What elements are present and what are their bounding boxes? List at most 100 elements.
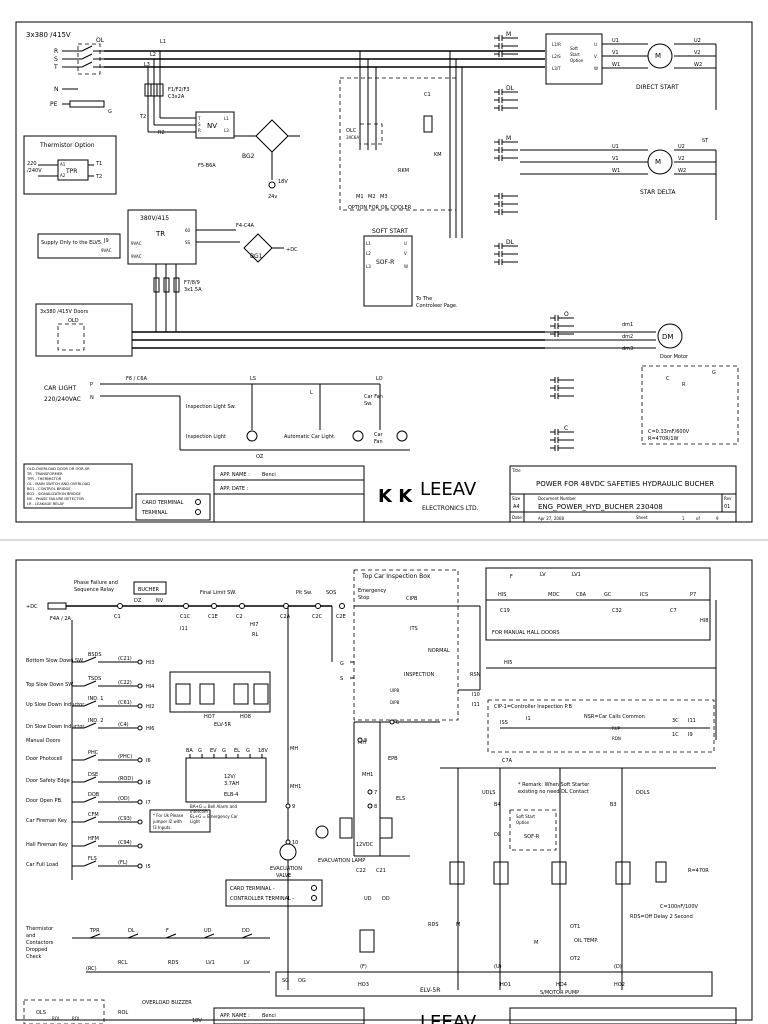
rail-node-label: C2	[236, 614, 243, 620]
tr-tap-60: 60	[185, 228, 191, 233]
ho8-label: HO8	[240, 714, 251, 720]
mark-f: (F)	[360, 964, 367, 970]
soft-start-option-s2	[509, 809, 557, 851]
m-contact-label: M	[456, 922, 460, 928]
soft-start-title: SOFT START	[372, 228, 408, 235]
nv-term-s: S	[198, 122, 201, 127]
car-light-voltage: 220/240VAC	[44, 396, 81, 403]
ssbox-l1: L1/R	[552, 42, 561, 47]
rcl-label: RCL	[118, 960, 128, 966]
input-output: I7	[146, 800, 151, 806]
rdn-label: RDN	[612, 736, 621, 741]
tpr-label: TPR	[65, 168, 77, 175]
phase-failure-1: Phase Failure and	[74, 580, 118, 586]
ho4-label: HO4	[556, 982, 567, 988]
dl-label: DL	[494, 832, 501, 838]
of-value: 9	[716, 516, 719, 521]
tdc-4: Dropped	[26, 947, 47, 953]
dm1-label: dm1	[622, 322, 633, 328]
uk-note-2: jumper I2 with	[152, 819, 182, 824]
rds-note: RDS=Off Delay 2 Second	[630, 914, 693, 920]
ssbox-v: V	[594, 54, 597, 59]
rds-label: RDS	[428, 922, 439, 928]
num-node-label: 10	[292, 840, 298, 846]
cip-i9: I9	[688, 732, 693, 738]
ol-label: OL	[96, 37, 105, 44]
cip-box	[487, 699, 715, 753]
input-label: Hall Fireman Key	[26, 842, 68, 848]
ss-option-1: Soft Start	[516, 814, 535, 819]
car-light-p: P	[90, 382, 93, 388]
star-u2: U2	[678, 144, 685, 150]
line-l2: L2	[150, 52, 156, 58]
rail-node	[315, 603, 321, 609]
input-label: Bottom Slow Down SW.	[26, 658, 85, 664]
nv-term-l1: L1	[224, 116, 229, 121]
remark-2: existing no need DL Contact	[518, 789, 589, 795]
of-label: of	[696, 516, 700, 521]
uk-note-box	[149, 809, 211, 833]
car-fan-2: Fan	[374, 439, 383, 445]
hall-mdc: MDC	[548, 592, 560, 598]
f6-label: F6 / C6A	[126, 376, 148, 382]
elv5r-bar-label: ELV-5R	[420, 987, 440, 994]
card-terminal-s2-1: CARD TERMINAL -	[230, 886, 275, 892]
hall-ics: ICS	[640, 592, 648, 598]
bg1-label: BG1	[250, 253, 263, 260]
tr-out-1: 9VAC	[131, 241, 142, 246]
mh-2-label: MH	[358, 740, 366, 746]
legend-line: BG2 - SIGNALIZATION BRIDGE	[27, 492, 82, 496]
date-value: Apr 27, 2008	[538, 516, 564, 521]
battery-terminal: EL	[234, 748, 240, 754]
tdc-5: Check	[26, 954, 41, 960]
inspection-label: INSPECTION	[404, 672, 435, 678]
input-output: I6	[146, 758, 151, 764]
ssbox-start: Start	[570, 52, 580, 57]
c21-label: C21	[376, 868, 386, 874]
elb-label: ELB-4	[224, 792, 238, 798]
hall-c6a: C6A	[576, 592, 587, 598]
num-node-label: 6	[396, 720, 399, 726]
uk-note-3: I3 Inputs.	[153, 825, 172, 830]
tpr-a2: A2	[60, 173, 66, 178]
s-node-label: S	[340, 676, 343, 682]
direct-w2: W2	[694, 62, 702, 68]
app-date-label: APP. DATE :	[220, 486, 248, 492]
rail-node-label: C2C	[312, 614, 323, 620]
rail-node-label: C2A	[280, 614, 291, 620]
size-value: A4	[513, 504, 520, 510]
direct-v2: V2	[694, 50, 701, 56]
direct-w1: W1	[612, 62, 620, 68]
nv-term-l3: L3	[224, 128, 229, 133]
app-name-s2-label: APP. NAME :	[220, 1013, 250, 1019]
uipb-label: UIPB	[390, 688, 400, 693]
nv-s2-label: NV	[156, 598, 164, 604]
input-label: Car Fireman Key	[26, 818, 67, 824]
transformer-tr	[127, 209, 197, 265]
doors-supply-label: 3x380 /415V Doors	[40, 309, 89, 315]
c32-label: C32	[612, 608, 622, 614]
input-label: Door Photocell	[26, 756, 62, 762]
soft-start-box	[363, 235, 413, 307]
cap-note-2: R=470R/1W	[648, 436, 679, 442]
t2-label: T2	[139, 114, 146, 120]
earth-label: PE	[50, 101, 58, 108]
dm3-label: dm3	[622, 346, 633, 352]
tdc-1: Thermistor	[25, 926, 54, 932]
direct-motor-m: M	[655, 52, 661, 60]
line-l1: L1	[160, 39, 166, 45]
v18-s2-label: 18V	[192, 1018, 202, 1024]
tdc-3: Contactors	[26, 940, 54, 946]
rc-c: C	[666, 376, 670, 382]
card-terminal-2: TERMINAL	[141, 510, 168, 516]
fuse-f4a	[47, 602, 67, 610]
direct-start-motor	[647, 43, 673, 69]
to-controller-2: Controleer Page.	[416, 303, 458, 309]
c7-label: C7	[670, 608, 677, 614]
input-code: IND. 2	[88, 718, 103, 724]
input-node: (C22)	[118, 680, 132, 686]
contactor-m-1: M	[506, 31, 511, 38]
oil-cooler-box	[339, 77, 457, 211]
num-node-label: 9	[292, 804, 295, 810]
sofr-label: SOF-R	[376, 259, 394, 266]
